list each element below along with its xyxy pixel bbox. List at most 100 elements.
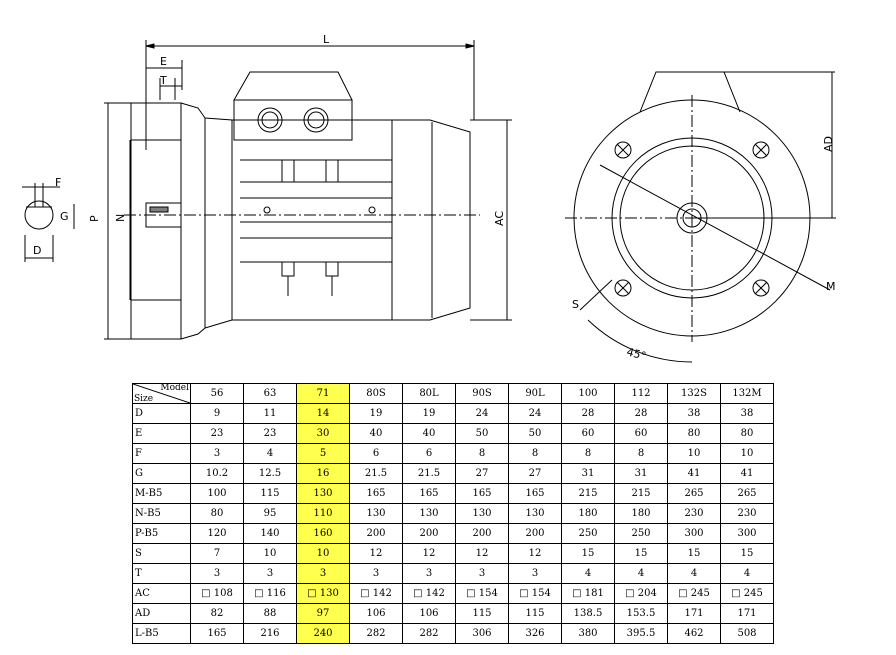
table-cell: 250 [614,523,668,544]
table-cell: 200 [349,523,403,544]
table-cell: 15 [720,543,774,564]
table-cell: 80 [667,423,721,444]
dim-label-ad: AD [822,136,835,152]
table-cell: 50 [455,423,509,444]
table-cell: 41 [720,463,774,484]
table-corner-cell: Model Size [132,383,191,404]
model-header-cell: 71 [296,383,350,404]
row-label-cell: AC [132,583,191,604]
dim-label-angle: 45° [625,345,647,363]
dim-label-m: M [826,280,836,293]
table-cell: □ 142 [349,583,403,604]
dim-label-d: D [33,244,41,257]
table-cell: 3 [243,563,297,584]
table-cell: 10 [720,443,774,464]
corner-model-label: Model [160,383,189,393]
table-cell: 250 [561,523,615,544]
table-cell: 38 [720,403,774,424]
table-cell: 282 [402,623,456,644]
table-cell: □ 142 [402,583,456,604]
table-cell: 15 [614,543,668,564]
table-cell: 12 [349,543,403,564]
row-label-cell: L-B5 [132,623,191,644]
table-cell: 300 [720,523,774,544]
table-cell: 165 [455,483,509,504]
row-label-cell: AD [132,603,191,624]
table-cell: 165 [349,483,403,504]
row-label-cell: E [132,423,191,444]
table-cell: 10 [243,543,297,564]
table-cell: 165 [190,623,244,644]
table-cell: 106 [402,603,456,624]
dim-label-l: L [323,33,330,46]
table-cell: 10 [667,443,721,464]
table-cell: □ 245 [667,583,721,604]
model-header-cell: 63 [243,383,297,404]
table-cell: 15 [667,543,721,564]
table-cell: 40 [349,423,403,444]
dim-label-n: N [114,214,127,222]
table-cell: 240 [296,623,350,644]
table-cell: 19 [402,403,456,424]
table-cell: 16 [296,463,350,484]
row-label-cell: M-B5 [132,483,191,504]
table-cell: 60 [614,423,668,444]
table-cell: 130 [296,483,350,504]
table-cell: 8 [455,443,509,464]
row-label-cell: T [132,563,191,584]
table-cell: 23 [190,423,244,444]
dim-label-p: P [88,215,101,222]
table-cell: 80 [720,423,774,444]
table-cell: 4 [561,563,615,584]
table-cell: 21.5 [402,463,456,484]
table-cell: 14 [296,403,350,424]
table-cell: □ 108 [190,583,244,604]
motor-dimension-drawing: L E T F G D P N AC AD S M 45° [22,33,836,363]
table-cell: 11 [243,403,297,424]
table-cell: 6 [402,443,456,464]
table-cell: □ 204 [614,583,668,604]
model-header-cell: 80S [349,383,403,404]
table-cell: □ 116 [243,583,297,604]
table-cell: 380 [561,623,615,644]
dim-label-ac: AC [493,211,506,226]
table-cell: 265 [720,483,774,504]
table-cell: 171 [720,603,774,624]
table-cell: 8 [561,443,615,464]
table-cell: 28 [561,403,615,424]
table-cell: 120 [190,523,244,544]
table-cell: 462 [667,623,721,644]
table-cell: 8 [614,443,668,464]
table-cell: 200 [455,523,509,544]
table-cell: 24 [455,403,509,424]
table-cell: 160 [296,523,350,544]
table-cell: 216 [243,623,297,644]
table-cell: 97 [296,603,350,624]
table-cell: 230 [667,503,721,524]
table-cell: 106 [349,603,403,624]
table-cell: 3 [508,563,562,584]
table-cell: 4 [614,563,668,584]
table-cell: 153.5 [614,603,668,624]
dim-label-g: G [60,210,69,223]
table-cell: 12 [508,543,562,564]
table-cell: 31 [561,463,615,484]
table-cell: 395.5 [614,623,668,644]
table-cell: 200 [508,523,562,544]
table-cell: 30 [296,423,350,444]
table-cell: 130 [508,503,562,524]
table-cell: 27 [508,463,562,484]
table-cell: 31 [614,463,668,484]
table-cell: 115 [243,483,297,504]
model-header-cell: 132M [720,383,774,404]
model-header-cell: 90L [508,383,562,404]
row-label-cell: G [132,463,191,484]
